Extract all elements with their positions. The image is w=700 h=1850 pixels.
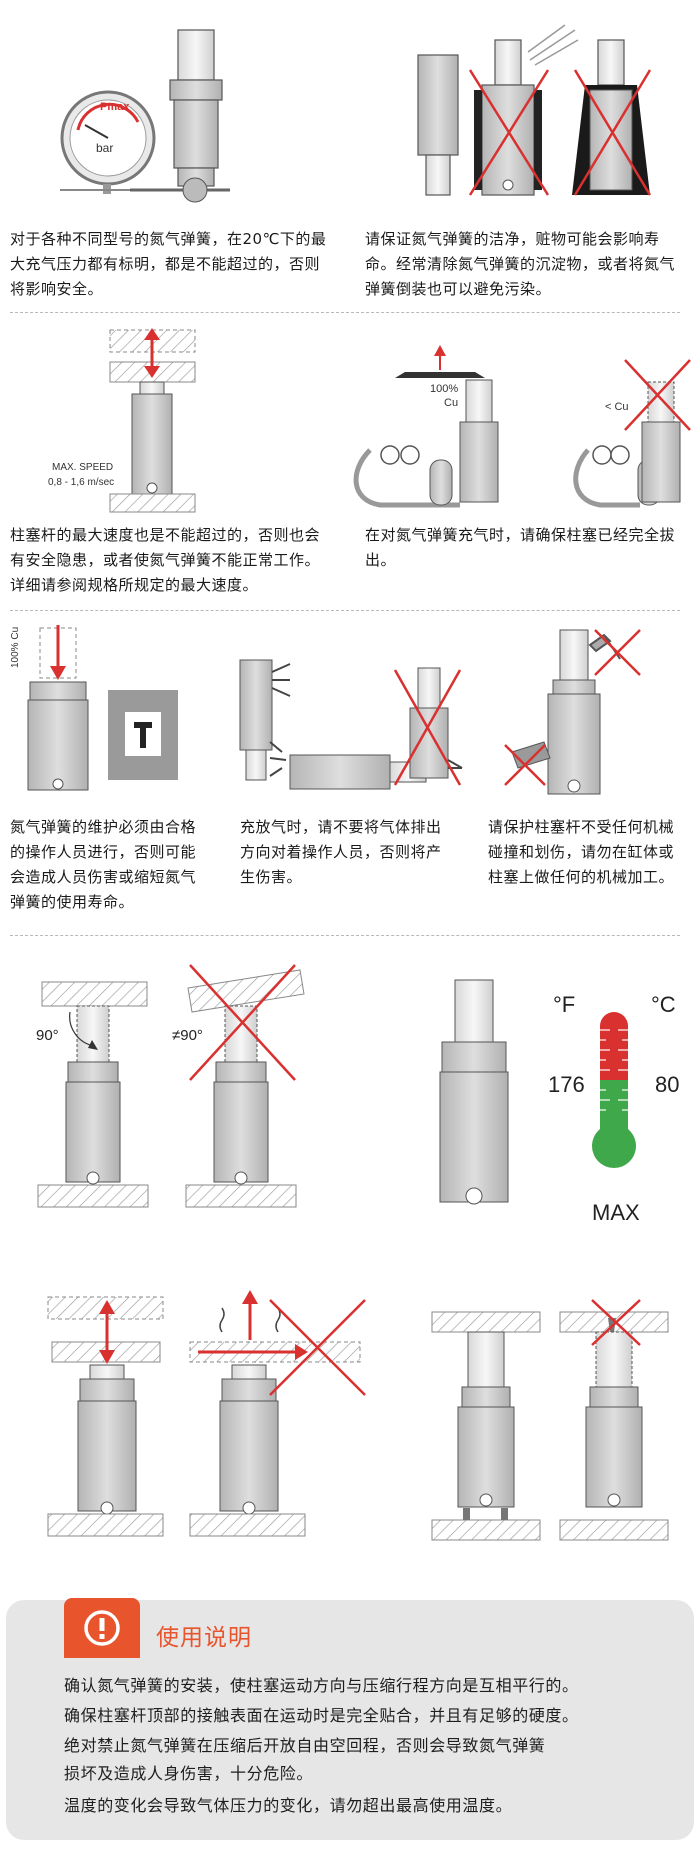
pmax-label: Pmax (100, 101, 130, 113)
fahrenheit-value: 176 (548, 1072, 585, 1097)
cu-label: Cu (444, 397, 458, 409)
usage-notice: 使用说明 确认氮气弹簧的安装，使柱塞运动方向与压缩行程方向是互相平行的。 确保柱… (6, 1598, 694, 1840)
speed-range-label: 0,8 - 1,6 m/sec (48, 477, 114, 488)
perpendicular-mount-illustration (37, 964, 305, 1208)
max-temp-label: MAX (592, 1200, 640, 1225)
deg90-label: 90° (36, 1027, 59, 1044)
notice-title: 使用说明 (156, 1625, 252, 1651)
mechanical-protection-illustration (504, 629, 641, 795)
bar-label: bar (96, 141, 113, 155)
celsius-unit: °C (651, 992, 676, 1017)
divider (10, 610, 680, 611)
divider (10, 935, 680, 936)
caption-discharge: 充放气时，请不要将气体排出方向对着操作人员，否则将产生伤害。 (240, 818, 442, 886)
cu-100-label: 100% (430, 383, 458, 395)
pressure-gauge-illustration (60, 29, 230, 203)
divider (10, 312, 680, 313)
lt-cu-label: < Cu (605, 401, 629, 413)
caption-max-pressure: 对于各种不同型号的氮气弹簧，在20℃下的最大充气压力都有标明，都是不能超过的，否… (10, 230, 327, 298)
discharge-direction-illustration (239, 659, 463, 790)
charging-illustration (353, 345, 691, 508)
notice-line: 确保柱塞杆顶部的接触表面在运动时是完全贴合，并且有足够的硬度。 (64, 1706, 579, 1725)
caption-cleanliness: 请保证氮气弹簧的洁净，赃物可能会影响寿命。经常清除氮气弹簧的沉淀物，或者将氮气弹… (365, 230, 676, 298)
ne90-label: ≠90° (172, 1027, 203, 1044)
max-speed-label: MAX. SPEED (52, 462, 113, 473)
caption-mechanical-protection: 请保护柱塞杆不受任何机械碰撞和划伤，请勿在缸体或柱塞上做任何的机械加工。 (488, 818, 675, 886)
max-speed-illustration (109, 328, 196, 513)
notice-line: 温度的变化会导致气体压力的变化，请勿超出最高使用温度。 (64, 1796, 513, 1815)
exclamation-icon (84, 1610, 120, 1646)
caption-charging: 在对氮气弹簧充气时，请确保柱塞已经完全拔出。 (365, 526, 676, 569)
celsius-value: 80 (655, 1072, 679, 1097)
contact-surface-illustration (431, 1299, 669, 1541)
temperature-illustration (439, 979, 636, 1205)
notice-line: 损坏及造成人身伤害，十分危险。 (64, 1764, 314, 1783)
notice-header-tab (64, 1598, 140, 1658)
caption-maintenance: 氮气弹簧的维护必须由合格的操作人员进行，否则可能会造成人员伤害或缩短氮气弹簧的使… (10, 818, 197, 911)
fahrenheit-unit: °F (553, 992, 575, 1017)
notice-line: 确认氮气弹簧的安装，使柱塞运动方向与压缩行程方向是互相平行的。 (64, 1676, 579, 1695)
notice-line: 绝对禁止氮气弹簧在压缩后开放自由空回程，否则会导致氮气弹簧 (64, 1736, 546, 1755)
cleanliness-illustration (417, 24, 652, 196)
caption-max-speed: 柱塞杆的最大速度也是不能超过的，否则也会有安全隐患，或者使氮气弹簧不能正常工作。… (10, 526, 321, 594)
alignment-illustration (47, 1290, 366, 1537)
cu-vertical-label: 100% Cu (10, 627, 21, 668)
maintenance-illustration (27, 625, 178, 791)
